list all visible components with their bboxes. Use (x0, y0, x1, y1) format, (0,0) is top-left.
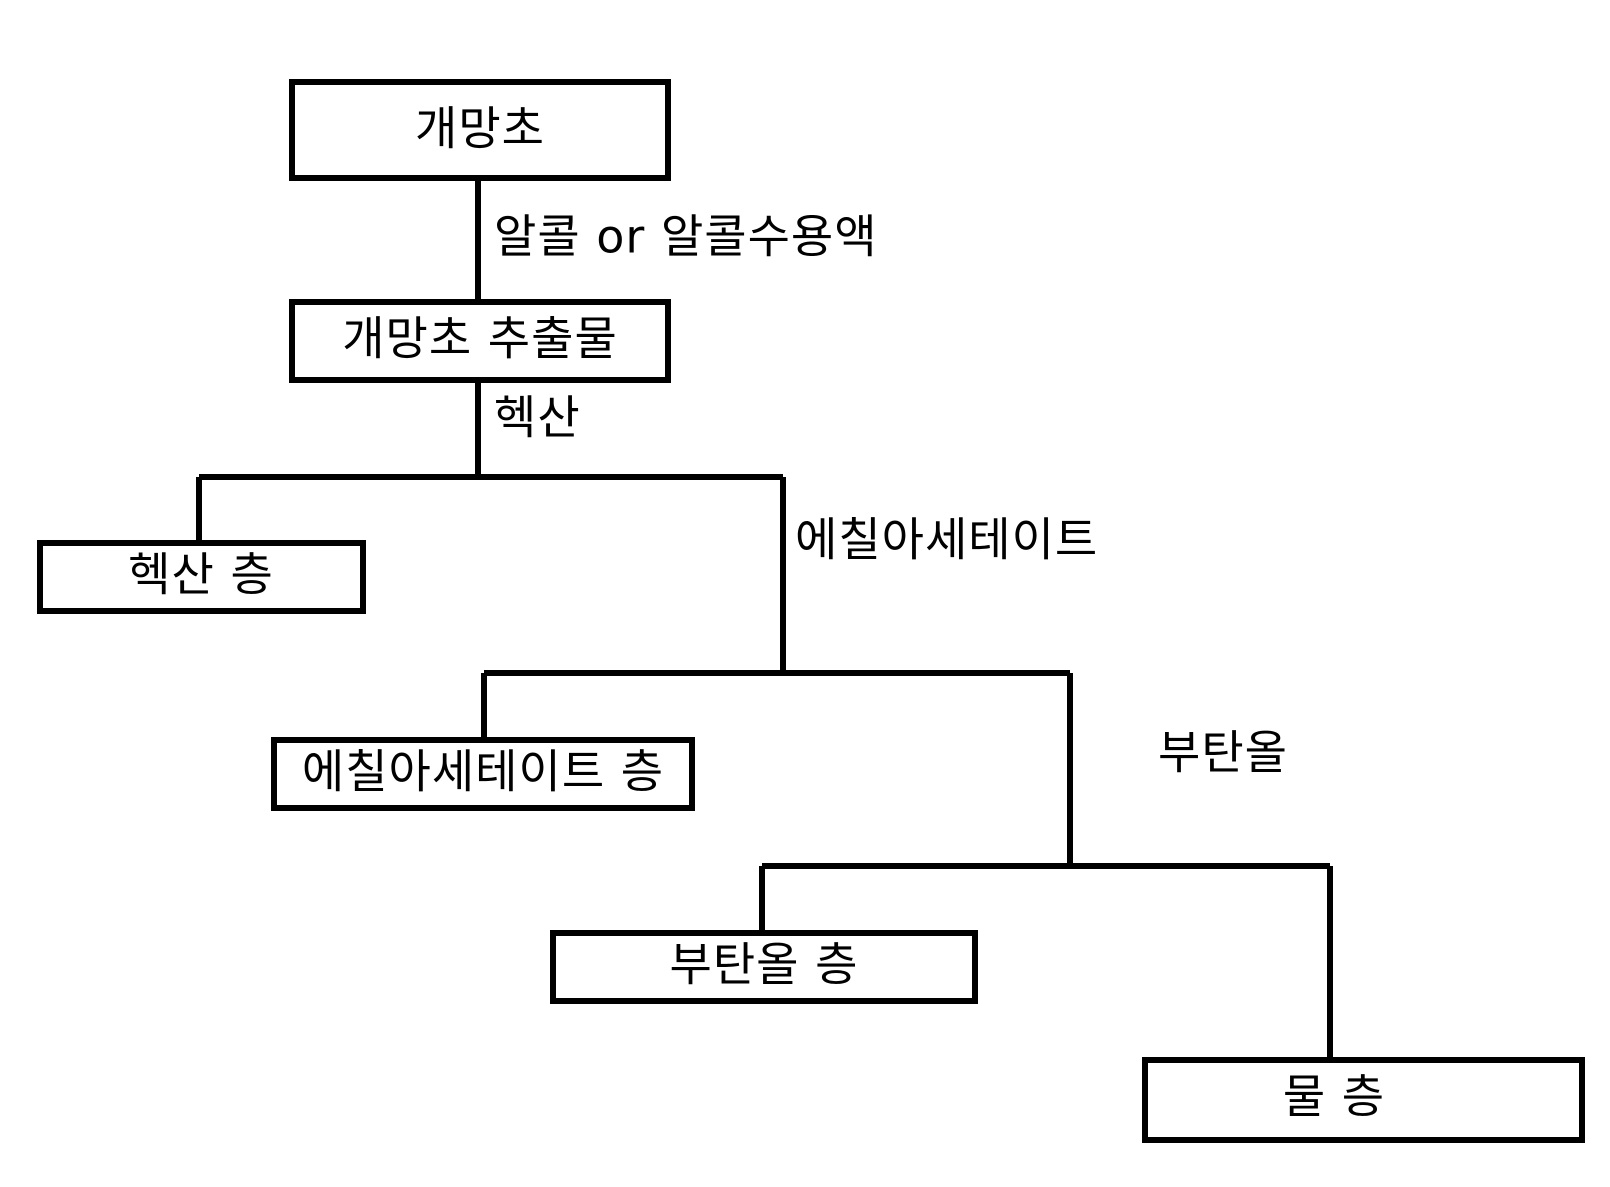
edge-label-ethyl-acetate-solvent: 에칠아세테이트 (795, 513, 1098, 567)
node-water-layer-label: 물 층 (1283, 1070, 1385, 1124)
node-ethyl-acetate-layer-box (271, 737, 695, 811)
node-ethyl-acetate-layer: 에칠아세테이트 층 (271, 737, 695, 811)
node-plant-label: 개망초 (415, 102, 545, 156)
node-hexane-layer-label: 헥산 층 (128, 548, 274, 602)
node-water-layer-box (1142, 1057, 1585, 1143)
node-butanol-layer: 부탄올 층 (550, 930, 978, 1004)
edge-label-butanol-solvent: 부탄올 (1158, 726, 1288, 780)
node-extract-box (289, 299, 671, 383)
node-extract: 개망초 추출물 (289, 299, 671, 383)
node-butanol-layer-label: 부탄올 층 (670, 938, 859, 992)
node-ethyl-acetate-layer-label: 에칠아세테이트 층 (302, 745, 664, 799)
edge-label-hexane-solvent: 헥산 (494, 391, 581, 445)
node-plant: 개망초 (289, 79, 671, 181)
node-hexane-layer-box (37, 540, 366, 614)
node-hexane-layer: 헥산 층 (37, 540, 366, 614)
edge-label-alcohol: 알콜 or 알콜수용액 (494, 210, 878, 264)
node-water-layer: 물 층 (1142, 1057, 1585, 1143)
node-plant-box (289, 79, 671, 181)
node-extract-label: 개망초 추출물 (342, 312, 618, 366)
node-butanol-layer-box (550, 930, 978, 1004)
